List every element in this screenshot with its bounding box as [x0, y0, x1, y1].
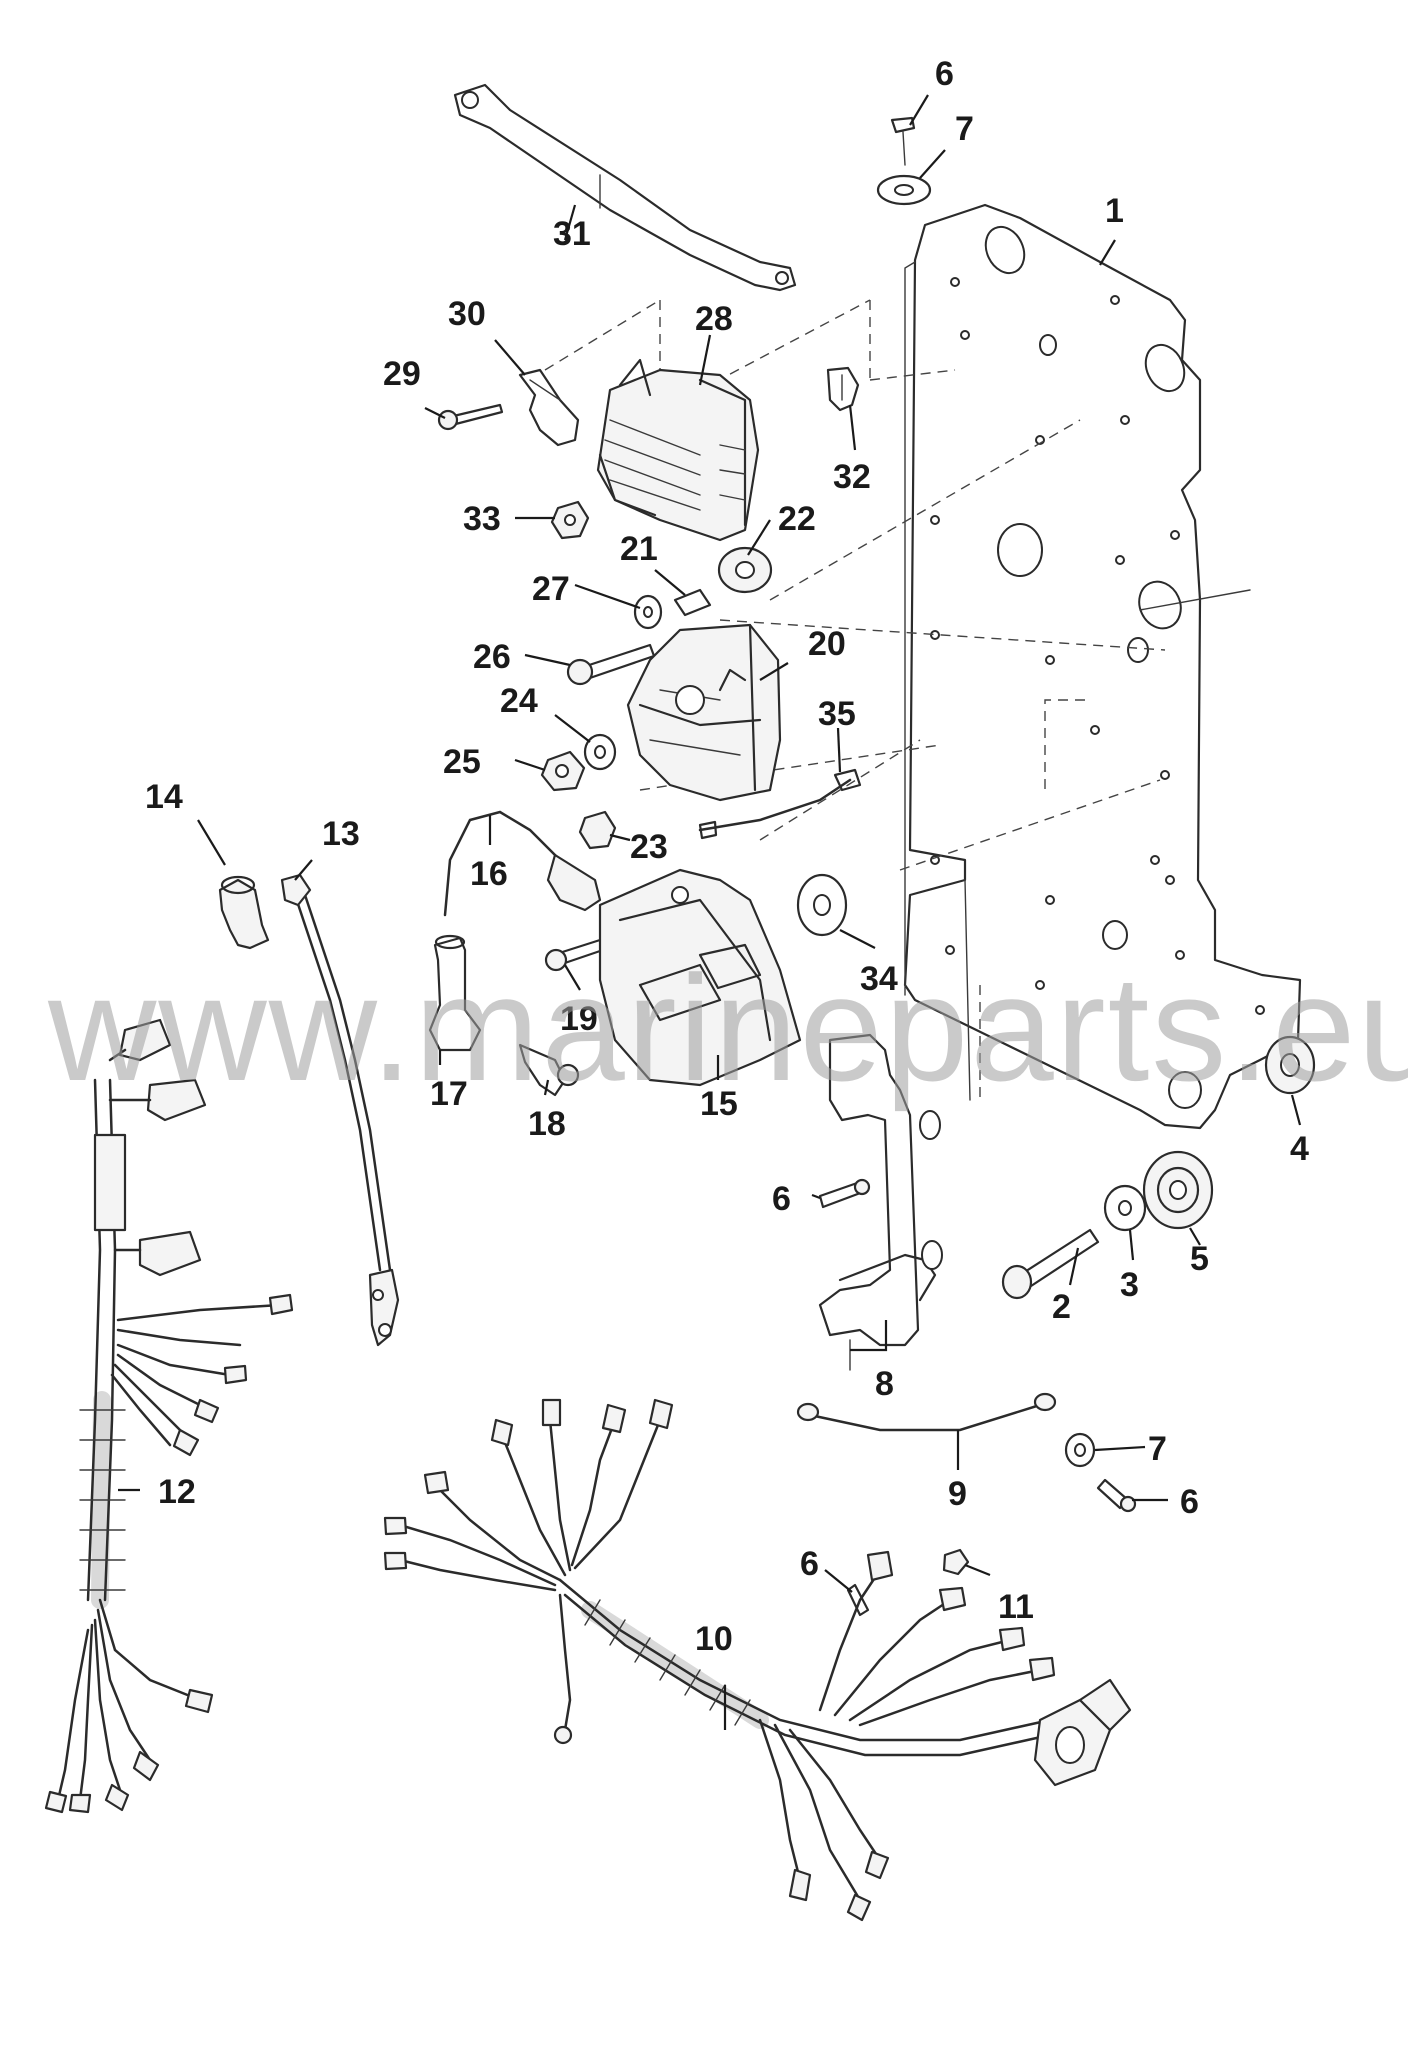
callout-1: 1: [1105, 192, 1124, 230]
callout-17: 17: [430, 1075, 468, 1113]
bolt-2: [1001, 1228, 1100, 1300]
washer-34: [796, 873, 848, 937]
watermark: www.marineparts.eu: [47, 944, 1408, 1112]
washer-24: [583, 733, 617, 771]
washer-3: [1103, 1184, 1147, 1232]
washer-7b: [1064, 1432, 1096, 1468]
callout-6-bracket: 6: [772, 1180, 791, 1218]
callout-2: 2: [1052, 1288, 1071, 1326]
mounting-plate: [903, 203, 1302, 1130]
callout-12: 12: [158, 1473, 196, 1511]
screw-6b: [818, 1178, 871, 1209]
harness-12: [44, 1018, 294, 1814]
screw-29: [437, 403, 504, 431]
nut-25: [540, 750, 586, 792]
callout-25: 25: [443, 743, 481, 781]
screw-6d: [846, 1583, 870, 1617]
nut-33: [550, 500, 590, 540]
solenoid-20: [626, 623, 782, 802]
callout-5: 5: [1190, 1240, 1209, 1278]
callout-31: 31: [553, 215, 591, 253]
clip-32: [826, 366, 860, 412]
harness-10: [383, 1398, 1132, 1922]
bracket-30: [518, 368, 580, 447]
callout-18: 18: [528, 1105, 566, 1143]
bracket-8: [818, 1033, 943, 1371]
callout-6-harness: 6: [800, 1545, 819, 1583]
callout-13: 13: [322, 815, 360, 853]
boot-14: [218, 875, 270, 950]
callout-7-lower: 7: [1148, 1430, 1167, 1468]
callout-33: 33: [463, 500, 501, 538]
ground-strap: [453, 83, 797, 292]
callout-6: 6: [935, 55, 954, 93]
callout-23: 23: [630, 828, 668, 866]
screw-top: [890, 116, 916, 166]
pin-21: [673, 588, 712, 617]
callout-11: 11: [998, 1588, 1034, 1626]
callout-3: 3: [1120, 1266, 1139, 1304]
callout-29: 29: [383, 355, 421, 393]
callout-20: 20: [808, 625, 846, 663]
callout-34: 34: [860, 960, 898, 998]
callout-10: 10: [695, 1620, 733, 1658]
callout-30: 30: [448, 295, 486, 333]
assembly-lines: [544, 299, 1166, 1100]
callout-4: 4: [1290, 1130, 1309, 1168]
callout-labels: 1 2 3 4 5 6 7 8 9 10 11 12 13 14 15 16 1…: [145, 55, 1309, 1658]
callout-28: 28: [695, 300, 733, 338]
grommet-22: [717, 546, 773, 594]
callout-32: 32: [833, 458, 871, 496]
callout-35: 35: [818, 695, 856, 733]
cable-16: [443, 810, 602, 917]
leader-lines: [118, 94, 1302, 1730]
callout-9: 9: [948, 1475, 967, 1513]
grommet-4: [1264, 1035, 1316, 1095]
nut-11: [942, 1548, 970, 1576]
screw-18: [518, 1043, 580, 1097]
callout-24: 24: [500, 682, 538, 720]
washer-top: [876, 174, 932, 206]
callout-22: 22: [778, 500, 816, 538]
callout-14: 14: [145, 778, 183, 816]
callout-16: 16: [470, 855, 508, 893]
callout-27: 27: [532, 570, 570, 608]
callout-8: 8: [875, 1365, 894, 1403]
screw-6c: [1096, 1478, 1137, 1513]
cable-9: [796, 1392, 1057, 1432]
callout-19: 19: [560, 1000, 598, 1038]
washer-27: [633, 594, 663, 630]
callout-26: 26: [473, 638, 511, 676]
callout-21: 21: [620, 530, 658, 568]
bushing-5: [1142, 1150, 1214, 1230]
nut-23: [578, 810, 617, 850]
callout-15: 15: [700, 1085, 738, 1123]
ground-cable-13: [280, 873, 400, 1347]
boot-17: [428, 934, 482, 1052]
callout-7: 7: [955, 110, 974, 148]
callout-6-lower: 6: [1180, 1483, 1199, 1521]
relay-block: [596, 358, 760, 542]
bracket-15: [598, 868, 802, 1087]
wire-35: [698, 768, 862, 840]
